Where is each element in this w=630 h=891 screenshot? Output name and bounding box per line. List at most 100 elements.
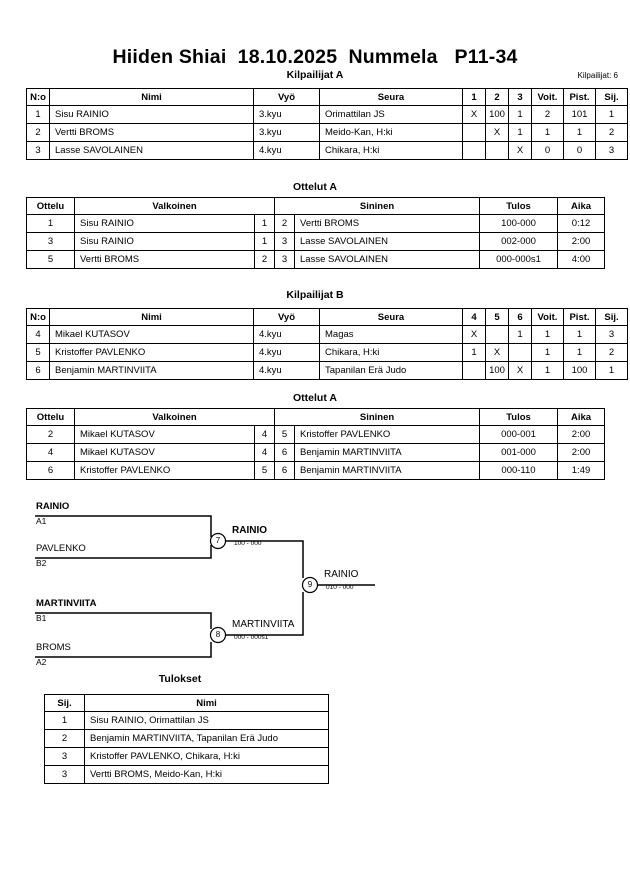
bracket-line-a1 xyxy=(35,515,212,537)
cell-white-name: Mikael KUTASOV xyxy=(74,425,255,444)
col-points: Pist. xyxy=(563,88,596,106)
cell-grid-3: 1 xyxy=(508,123,532,142)
cell-name: Mikael KUTASOV xyxy=(49,325,254,344)
table-row: 5 Kristoffer PAVLENKO 4.kyu Chikara, H:k… xyxy=(26,343,628,362)
cell-club: Chikara, H:ki xyxy=(319,343,463,362)
col-grid-5: 5 xyxy=(485,308,509,326)
cell-match-no: 3 xyxy=(26,232,75,251)
matches-a-caption: Ottelut A xyxy=(293,181,337,193)
elimination-bracket: RAINIO A1 PAVLENKO B2 MARTINVIITA B1 BRO… xyxy=(0,495,630,675)
bracket-node-9-score: 010 - 000 xyxy=(326,584,354,591)
cell-blue-no: 3 xyxy=(274,232,296,251)
cell-blue-name: Kristoffer PAVLENKO xyxy=(294,425,481,444)
bracket-line-b1 xyxy=(35,612,212,629)
table-row: 2 Mikael KUTASOV 4 5 Kristoffer PAVLENKO… xyxy=(26,425,606,444)
cell-blue-no: 6 xyxy=(274,443,296,462)
col-rank: Sij. xyxy=(595,308,628,326)
bracket-entry-name-2: PAVLENKO xyxy=(36,543,86,554)
cell-name: Kristoffer PAVLENKO, Chikara, H:ki xyxy=(84,747,329,766)
bracket-entry-seed-2: B2 xyxy=(36,558,47,568)
cell-result: 000-110 xyxy=(479,461,559,480)
cell-blue-name: Benjamin MARTINVIITA xyxy=(294,461,481,480)
matches-a-table: Ottelu Valkoinen Sininen Tulos Aika 1 Si… xyxy=(26,197,606,269)
col-result: Tulos xyxy=(479,408,559,426)
cell-blue-no: 6 xyxy=(274,461,296,480)
matches-b-table: Ottelu Valkoinen Sininen Tulos Aika 2 Mi… xyxy=(26,408,606,480)
col-number: N:o xyxy=(26,308,50,326)
cell-name: Sisu RAINIO, Orimattilan JS xyxy=(84,711,329,730)
col-grid-6: 6 xyxy=(508,308,532,326)
table-header-row: Ottelu Valkoinen Sininen Tulos Aika xyxy=(26,408,606,426)
cell-name: Benjamin MARTINVIITA, Tapanilan Erä Judo xyxy=(84,729,329,748)
cell-name: Kristoffer PAVLENKO xyxy=(49,343,254,362)
table-row: 5 Vertti BROMS 2 3 Lasse SAVOLAINEN 000-… xyxy=(26,250,606,269)
cell-club: Magas xyxy=(319,325,463,344)
bracket-entry-seed-4: A2 xyxy=(36,657,47,667)
cell-blue-no: 3 xyxy=(274,250,296,269)
cell-white-no: 4 xyxy=(253,425,276,444)
col-rank: Sij. xyxy=(595,88,628,106)
col-grid-4: 4 xyxy=(462,308,486,326)
cell-wins: 1 xyxy=(531,343,564,362)
cell-club: Meido-Kan, H:ki xyxy=(319,123,463,142)
table-row: 4 Mikael KUTASOV 4.kyu Magas X 1 1 1 3 xyxy=(26,325,628,344)
bracket-entry-seed-3: B1 xyxy=(36,613,47,623)
cell-grid-2: 100 xyxy=(485,105,509,124)
col-club: Seura xyxy=(319,308,463,326)
cell-white-no: 2 xyxy=(253,250,276,269)
bracket-line-a2 xyxy=(35,642,212,658)
pool-a-caption: Kilpailijat A xyxy=(286,69,344,81)
col-blue: Sininen xyxy=(274,197,481,215)
cell-time: 0:12 xyxy=(557,214,606,233)
col-blue: Sininen xyxy=(274,408,481,426)
bracket-node-8-number: 8 xyxy=(215,630,221,639)
cell-time: 1:49 xyxy=(557,461,606,480)
cell-grid-6: 1 xyxy=(508,325,532,344)
cell-white-name: Kristoffer PAVLENKO xyxy=(74,461,255,480)
cell-grid-1: X xyxy=(462,105,486,124)
cell-blue-name: Lasse SAVOLAINEN xyxy=(294,232,481,251)
cell-grid-1 xyxy=(462,141,486,160)
cell-rank: 3 xyxy=(595,141,628,160)
col-white: Valkoinen xyxy=(73,197,276,215)
table-row: 3 Vertti BROMS, Meido-Kan, H:ki xyxy=(44,765,329,784)
cell-grid-4 xyxy=(462,361,486,380)
table-row: 2 Vertti BROMS 3.kyu Meido-Kan, H:ki X 1… xyxy=(26,123,628,142)
col-belt: Vyö xyxy=(253,88,320,106)
cell-grid-4: X xyxy=(462,325,486,344)
table-row: 6 Benjamin MARTINVIITA 4.kyu Tapanilan E… xyxy=(26,361,628,380)
cell-rank: 2 xyxy=(595,123,628,142)
cell-grid-3: 1 xyxy=(508,105,532,124)
cell-blue-name: Benjamin MARTINVIITA xyxy=(294,443,481,462)
cell-points: 1 xyxy=(563,123,596,142)
cell-number: 1 xyxy=(26,105,50,124)
pool-b-table: N:o Nimi Vyö Seura 4 5 6 Voit. Pist. Sij… xyxy=(26,308,628,380)
cell-club: Chikara, H:ki xyxy=(319,141,463,160)
cell-match-no: 4 xyxy=(26,443,75,462)
cell-position: 2 xyxy=(44,729,85,748)
cell-points: 0 xyxy=(563,141,596,160)
cell-position: 3 xyxy=(44,765,85,784)
cell-wins: 2 xyxy=(531,105,564,124)
col-match-no: Ottelu xyxy=(26,197,75,215)
entrants-count: Kilpailijat: 6 xyxy=(577,71,618,80)
table-row: 4 Mikael KUTASOV 4 6 Benjamin MARTINVIIT… xyxy=(26,443,606,462)
col-wins: Voit. xyxy=(531,308,564,326)
cell-wins: 1 xyxy=(531,123,564,142)
bracket-node-7-winner: RAINIO xyxy=(232,525,267,536)
col-time: Aika xyxy=(557,408,606,426)
cell-points: 1 xyxy=(563,325,596,344)
col-grid-3: 3 xyxy=(508,88,532,106)
bracket-line-semi2-out xyxy=(226,592,304,636)
bracket-entry-name-4: BROMS xyxy=(36,642,71,653)
cell-white-name: Vertti BROMS xyxy=(74,250,255,269)
bracket-node-8-score: 000 - 000s1 xyxy=(234,634,269,641)
cell-name: Lasse SAVOLAINEN xyxy=(49,141,254,160)
table-row: 1 Sisu RAINIO 1 2 Vertti BROMS 100-000 0… xyxy=(26,214,606,233)
cell-grid-5: X xyxy=(485,343,509,362)
bracket-node-7-score: 100 - 000 xyxy=(234,540,262,547)
cell-grid-4: 1 xyxy=(462,343,486,362)
cell-white-name: Sisu RAINIO xyxy=(74,214,255,233)
cell-grid-6: X xyxy=(508,361,532,380)
cell-number: 2 xyxy=(26,123,50,142)
